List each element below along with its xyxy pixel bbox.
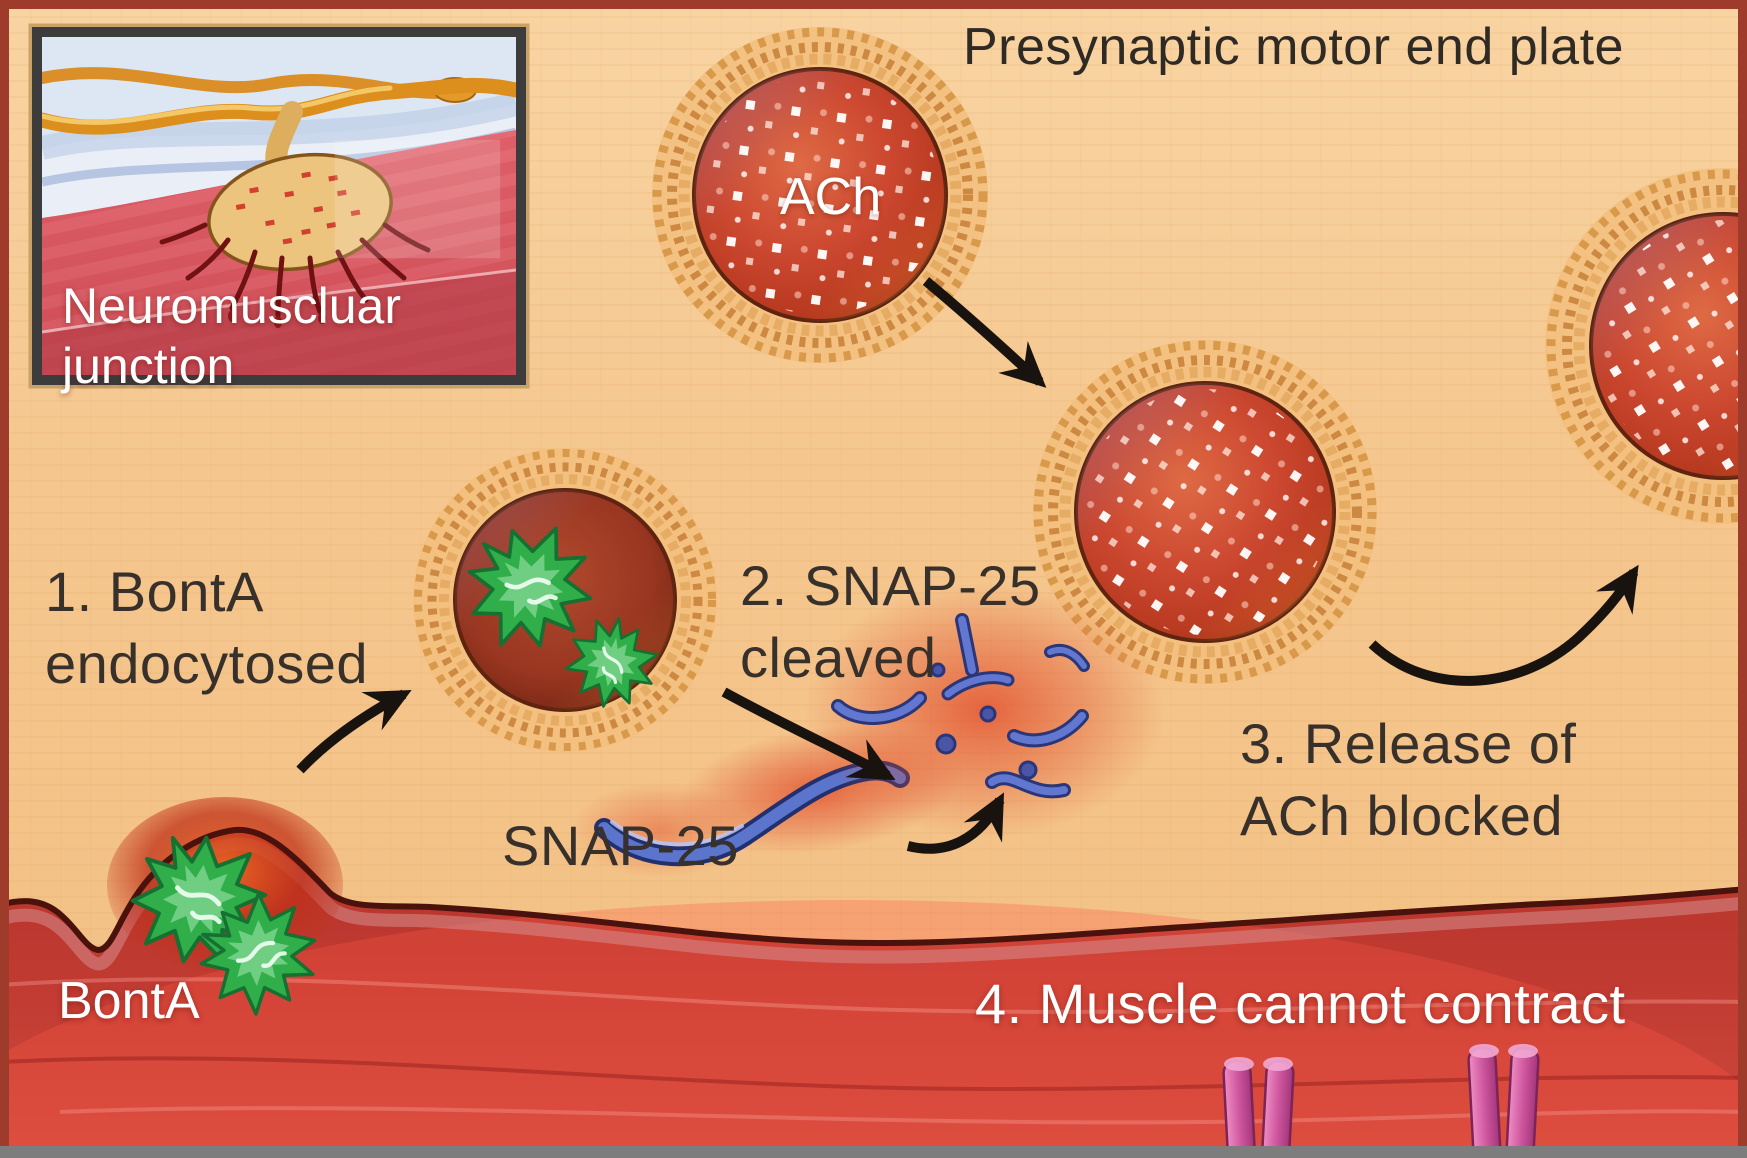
label-step2: 2. SNAP-25 cleaved: [740, 550, 1041, 694]
inset-neuromuscular-junction: [28, 23, 530, 389]
bottom-gray-bar: [0, 1146, 1747, 1158]
inset-label-line2: junction: [62, 338, 235, 394]
ach-vesicle-blocked: [1033, 340, 1377, 684]
label-step3: 3. Release of ACh blocked: [1240, 708, 1576, 852]
label-step1: 1. BontA endocytosed: [45, 556, 368, 700]
ach-receptor-icon: [1467, 1044, 1540, 1158]
presynaptic-membrane-line: [0, 826, 1747, 954]
label-step2-line2: cleaved: [740, 626, 937, 689]
frame-right: [1738, 0, 1747, 1150]
muscle-region: [0, 797, 1747, 1158]
arrow-ach-to-blocked-vesicle: [922, 277, 1047, 388]
bonta-label: BontA: [58, 972, 200, 1030]
ach-vesicle: [652, 27, 988, 363]
inset-nerve-terminal: [207, 152, 393, 272]
label-step2-line1: 2. SNAP-25: [740, 554, 1041, 617]
label-step1-line2: endocytosed: [45, 632, 369, 695]
muscle-bottom-highlight: [0, 900, 1747, 1158]
label-step3-line1: 3. Release of: [1240, 712, 1577, 775]
bonta-vesicle: [413, 448, 717, 752]
arrow-release-blocked: [1368, 564, 1639, 686]
frame-top: [0, 0, 1747, 9]
label-step3-line2: ACh blocked: [1240, 784, 1564, 847]
arrow-cleaved-to-fragments: [721, 687, 896, 781]
inset-label-line1: Neuromuscluar: [62, 278, 402, 334]
label-step1-line1: 1. BontA: [45, 560, 264, 623]
ach-vesicle-right: [1545, 168, 1747, 524]
inset-label: Neuromuscluar junction: [62, 276, 401, 396]
inset-outer-trim: [28, 23, 530, 389]
arrow-snap25-to-fragments: [906, 792, 1005, 854]
label-step4: 4. Muscle cannot contract: [975, 972, 1626, 1035]
inset-border: [32, 27, 526, 385]
snap25-label: SNAP-25: [502, 814, 739, 877]
page-title: Presynaptic motor end plate: [963, 18, 1624, 76]
membrane-inner-band: [0, 837, 1747, 971]
arrow-bonta-endocytosis: [296, 689, 412, 774]
muscle-striation: [59, 1106, 1747, 1125]
frame-left: [0, 0, 9, 1150]
process-arrows: [296, 277, 1639, 854]
inset-terminal-rootlets: [159, 222, 431, 318]
ach-label: ACh: [780, 168, 882, 226]
muscle-body: [0, 829, 1747, 1158]
